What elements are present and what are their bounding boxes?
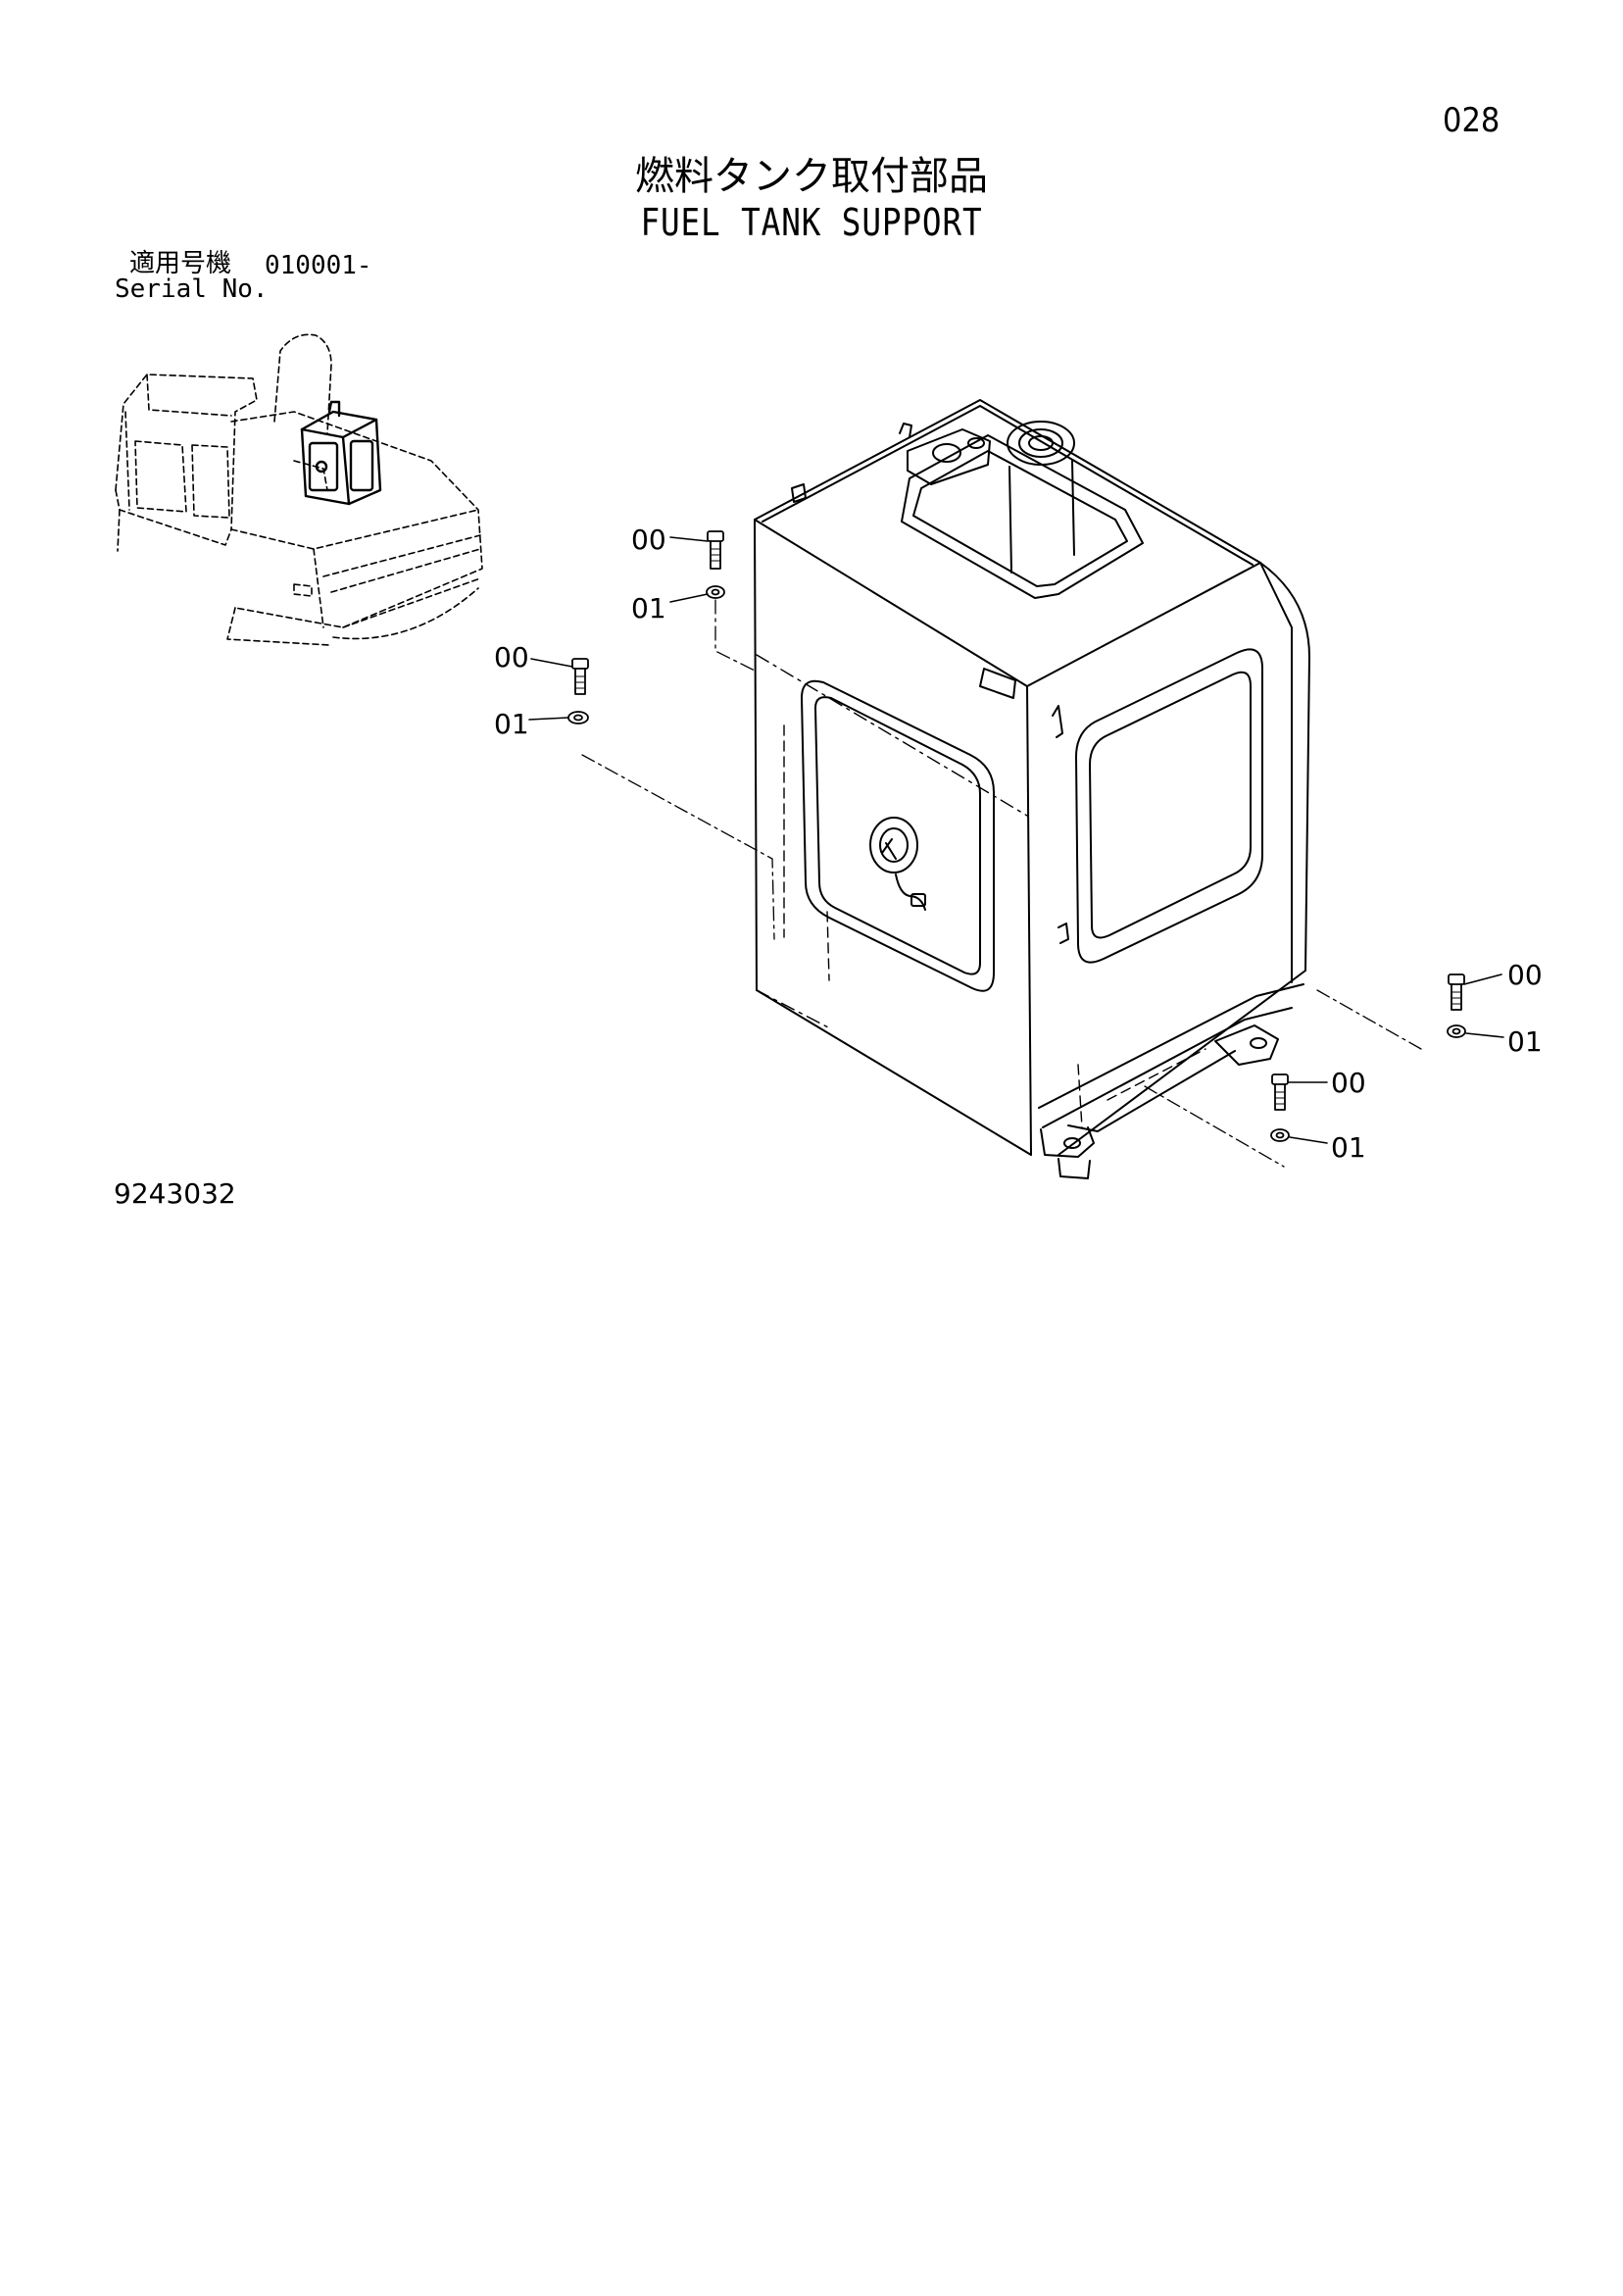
center-lines	[581, 599, 1422, 1168]
serial-label-japanese: 適用号機	[129, 249, 232, 278]
callout-bolt-right: 00	[1507, 959, 1543, 991]
callout-leaders	[528, 536, 1504, 1144]
callout-washer-upper-left: 01	[631, 592, 666, 624]
serial-label-english: Serial No.	[115, 275, 269, 304]
callout-bolt-left: 00	[494, 641, 529, 674]
callout-bolt-bottom: 00	[1331, 1067, 1366, 1099]
machine-overview-illustration	[115, 333, 483, 646]
bolt-upper-left	[707, 530, 724, 570]
title-japanese: 燃料タンク取付部品	[635, 154, 988, 199]
page-number: 028	[1443, 101, 1500, 140]
bolt-left	[571, 658, 589, 695]
fuel-tank-highlight	[300, 400, 382, 506]
washer-left	[567, 711, 589, 724]
callout-washer-right: 01	[1507, 1025, 1543, 1058]
callout-washer-left: 01	[494, 708, 529, 740]
callout-washer-bottom: 01	[1331, 1131, 1366, 1164]
callout-labels: 00 01 00 01 00 01 00 01	[494, 524, 1543, 1164]
washer-upper-left	[706, 585, 725, 599]
washer-right	[1447, 1024, 1466, 1038]
serial-range: 010001-	[265, 251, 372, 280]
callout-bolt-upper-left: 00	[631, 524, 666, 556]
washer-bottom	[1270, 1128, 1290, 1142]
fuel-tank-drawing	[754, 399, 1310, 1179]
bolt-bottom	[1271, 1073, 1289, 1111]
bolt-right	[1448, 973, 1465, 1011]
drawing-number: 9243032	[114, 1177, 236, 1210]
title-english: FUEL TANK SUPPORT	[640, 201, 983, 244]
fasteners	[567, 530, 1466, 1142]
